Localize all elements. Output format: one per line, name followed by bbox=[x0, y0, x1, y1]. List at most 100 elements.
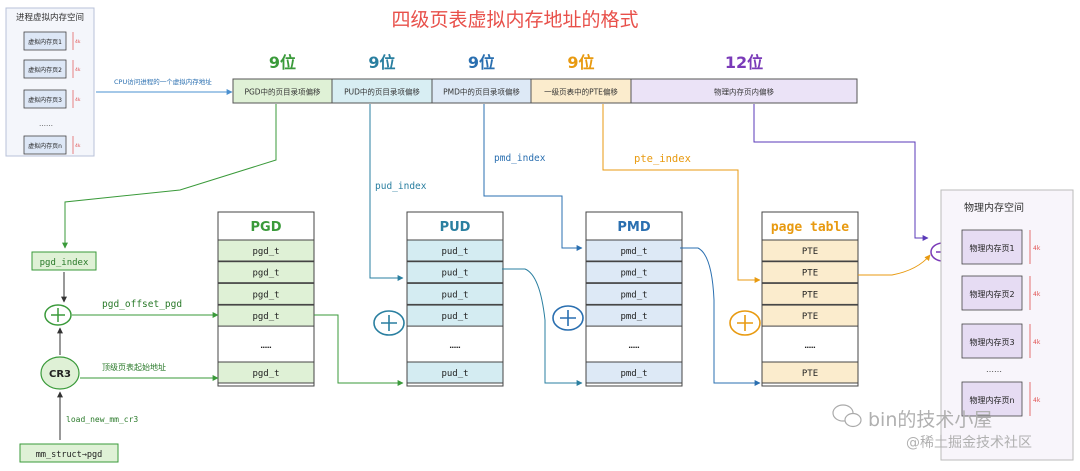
pgd-field-to-index-arrow bbox=[62, 104, 277, 249]
table-entry-label: pud_t bbox=[441, 369, 468, 379]
table-entry-label: pud_t bbox=[441, 247, 468, 257]
table-ellipsis: …… bbox=[450, 341, 461, 351]
pud-index-arrow bbox=[369, 104, 404, 281]
size-label: 4k bbox=[75, 97, 81, 103]
virtual-page-5: 虚拟内存页n 4k bbox=[23, 135, 81, 155]
physical-space-title: 物理内存空间 bbox=[964, 201, 1024, 214]
address-field-bits: 9位 bbox=[468, 53, 495, 72]
virtual-page-label: 虚拟内存页n bbox=[28, 142, 62, 150]
table-entry bbox=[406, 282, 504, 305]
table-entry bbox=[217, 239, 315, 262]
address-field-box bbox=[630, 78, 858, 104]
address-field-label: 一级页表中的PTE偏移 bbox=[544, 87, 618, 97]
table-entry-label: pmd_t bbox=[620, 269, 647, 279]
table-entry-label: pgd_t bbox=[252, 312, 279, 322]
physical-page-box bbox=[961, 323, 1023, 359]
pud-entry-to-pmd-arrow bbox=[502, 268, 583, 386]
address-field-bits: 9位 bbox=[269, 53, 296, 72]
cpu-access-label: CPU访问进程的一个虚拟内存地址 bbox=[114, 77, 212, 86]
physical-page-4: …… bbox=[986, 365, 1002, 374]
virtual-page-2: 虚拟内存页2 4k bbox=[23, 59, 81, 79]
mm-struct-box: mm_struct→pgd bbox=[19, 443, 119, 463]
table-entry bbox=[761, 261, 859, 284]
pgd-offset-label: pgd_offset_pgd bbox=[102, 299, 182, 310]
virtual-page-box bbox=[23, 31, 67, 51]
table-entry-label: pud_t bbox=[441, 312, 468, 322]
table-entry bbox=[761, 282, 859, 305]
physical-page-label: 物理内存页n bbox=[969, 395, 1014, 405]
table-entry-label: pmd_t bbox=[620, 312, 647, 322]
table-entry-label: pgd_t bbox=[252, 290, 279, 300]
table-entry bbox=[761, 361, 859, 384]
table-entry-label: PTE bbox=[802, 312, 818, 322]
table-title: page table bbox=[771, 220, 849, 235]
page-tables: PGDpgd_tpgd_tpgd_tpgd_t……pgd_tPUDpud_tpu… bbox=[217, 211, 859, 387]
address-field-bits: 9位 bbox=[567, 53, 594, 72]
table-entry bbox=[217, 261, 315, 284]
address-field-label: PUD中的页目录项偏移 bbox=[344, 87, 420, 97]
virtual-space-title: 进程虚拟内存空间 bbox=[16, 12, 84, 23]
pte-index-label: pte_index bbox=[634, 153, 691, 165]
pgd-entry-to-pud-arrow bbox=[314, 314, 404, 386]
virtual-page-4: …… bbox=[39, 120, 53, 128]
address-field-2: PUD中的页目录项偏移 9位 bbox=[331, 53, 433, 104]
address-field-label: PGD中的页目录项偏移 bbox=[244, 87, 321, 97]
size-label: 4k bbox=[1033, 339, 1041, 346]
table-entry-label: pud_t bbox=[441, 290, 468, 300]
table-entry-label: pud_t bbox=[441, 269, 468, 279]
load-cr3-label: load_new_mm_cr3 bbox=[66, 415, 138, 424]
table-title: PMD bbox=[617, 220, 650, 235]
table-entry bbox=[585, 282, 683, 305]
mm-struct-label: mm_struct→pgd bbox=[36, 450, 103, 460]
address-field-bits: 12位 bbox=[725, 53, 763, 72]
diagram-title: 四级页表虚拟内存地址的格式 bbox=[391, 9, 638, 31]
virtual-page-label: 虚拟内存页3 bbox=[28, 96, 62, 104]
wechat-icon bbox=[832, 404, 862, 428]
table-title: PUD bbox=[440, 220, 471, 235]
size-label: 4k bbox=[1033, 291, 1041, 298]
table-title: PGD bbox=[251, 220, 282, 235]
table-entry-label: PTE bbox=[802, 369, 818, 379]
virtual-page-box bbox=[23, 135, 67, 155]
address-field-box bbox=[530, 78, 632, 104]
size-label: 4k bbox=[75, 67, 81, 73]
size-label: 4k bbox=[75, 143, 81, 149]
top-table-label: 顶级页表起始地址 bbox=[102, 362, 166, 372]
table-entry bbox=[761, 239, 859, 262]
size-label: 4k bbox=[1033, 397, 1041, 404]
physical-page-box bbox=[961, 275, 1023, 311]
table-entry bbox=[585, 239, 683, 262]
table-pud: PUD pud_t pud_t pud_t pud_t …… pud_t bbox=[406, 211, 504, 387]
table-entry bbox=[217, 361, 315, 384]
watermark: bin的技术小屋 @稀土掘金技术社区 bbox=[832, 404, 1032, 451]
physical-page-label: 物理内存页1 bbox=[969, 243, 1014, 253]
table-ellipsis: …… bbox=[261, 341, 272, 351]
pte-index-arrow bbox=[602, 104, 761, 283]
virtual-page-3: 虚拟内存页3 4k bbox=[23, 89, 81, 109]
table-entry bbox=[761, 304, 859, 327]
table-entry-label: pgd_t bbox=[252, 269, 279, 279]
table-ellipsis: …… bbox=[805, 341, 816, 351]
physical-page-box bbox=[961, 229, 1023, 265]
physical-page-label: 物理内存页3 bbox=[969, 337, 1014, 347]
table-entry bbox=[406, 261, 504, 284]
table-entry-label: PTE bbox=[802, 290, 818, 300]
address-field-box bbox=[331, 78, 433, 104]
table-entry-label: PTE bbox=[802, 247, 818, 257]
pgd-index-box: pgd_index bbox=[31, 251, 97, 271]
pgd-index-label: pgd_index bbox=[40, 258, 89, 268]
virtual-page-label: 虚拟内存页2 bbox=[28, 66, 62, 74]
address-field-bits: 9位 bbox=[368, 53, 395, 72]
table-entry-label: pmd_t bbox=[620, 247, 647, 257]
virtual-page-ellipsis: …… bbox=[39, 120, 53, 128]
table-entry-label: PTE bbox=[802, 269, 818, 279]
pmd-index-label: pmd_index bbox=[494, 153, 546, 164]
address-field-label: 物理内存页内偏移 bbox=[714, 87, 774, 97]
